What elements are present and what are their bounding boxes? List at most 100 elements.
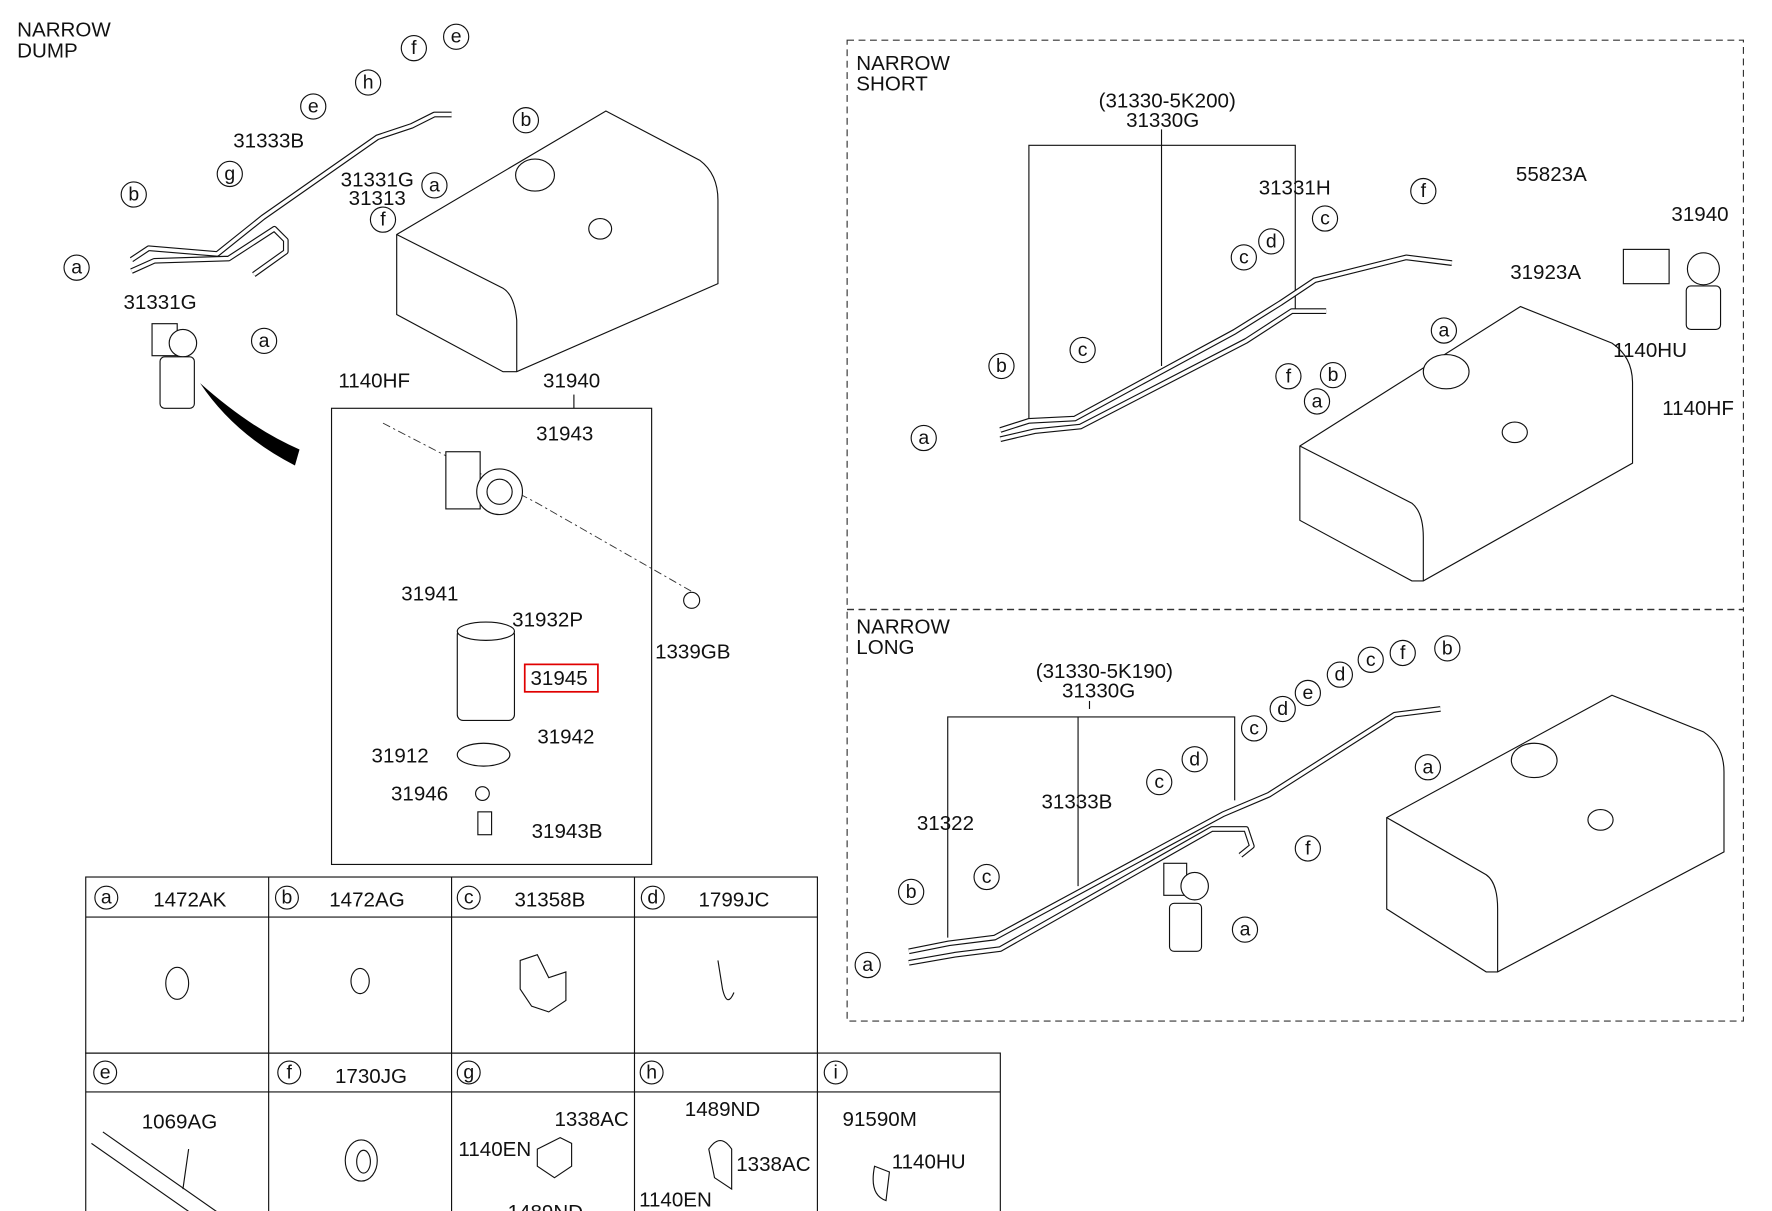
callout: e [443, 23, 470, 50]
part-label: 31923A [1510, 261, 1581, 284]
part-label: 31333B [1041, 790, 1112, 813]
svg-text:f: f [1305, 837, 1311, 859]
svg-text:e: e [451, 26, 462, 48]
svg-text:d: d [1334, 664, 1345, 686]
svg-text:d: d [1277, 698, 1288, 720]
part-label: 55823A [1516, 163, 1587, 186]
fuel-tank [1299, 305, 1634, 582]
callout: c [1069, 336, 1096, 364]
legend-letter: e [93, 1060, 118, 1085]
callout: d [1326, 661, 1354, 688]
fuel-filter-assembly [1622, 248, 1722, 330]
part-label-highlighted[interactable]: 31945 [530, 667, 587, 690]
tank-cap [515, 158, 556, 192]
callout: c [1230, 244, 1257, 271]
callout: c [1146, 768, 1173, 796]
filter-head [445, 451, 524, 516]
part-label: 31313 [349, 187, 406, 210]
legend-subpart: 1140HU [892, 1151, 966, 1174]
callout: c [1311, 205, 1339, 232]
legend-part-number: 1472AG [329, 889, 404, 912]
callout: f [369, 206, 397, 233]
svg-text:b: b [906, 881, 917, 903]
svg-text:c: c [1239, 246, 1249, 268]
callout: c [1240, 715, 1268, 742]
fuel-tank [1386, 694, 1725, 973]
part-label: 31943 [536, 422, 593, 445]
legend-letter: c [456, 885, 481, 910]
svg-text:f: f [411, 37, 417, 59]
callout: a [250, 327, 278, 354]
callout: a [421, 172, 448, 199]
legend-letter: f [277, 1060, 302, 1085]
section-title-line1: NARROW [856, 616, 950, 639]
svg-text:b: b [996, 355, 1007, 377]
filter-clamp [456, 742, 511, 767]
cable-tie-icon [717, 960, 735, 1001]
part-label: 31333B [233, 130, 304, 153]
legend-subpart: 1489ND [685, 1098, 760, 1121]
callout: c [973, 863, 1000, 891]
svg-text:h: h [363, 71, 374, 93]
svg-text:e: e [1302, 682, 1313, 704]
svg-text:c: c [1366, 649, 1376, 671]
hose-clamp-icon [165, 966, 190, 1000]
svg-text:b: b [1328, 364, 1339, 386]
legend-subpart: 1489ND [508, 1201, 583, 1211]
callout: f [1389, 639, 1416, 667]
callout: d [1258, 228, 1285, 255]
legend-subpart: 1140EN [639, 1188, 712, 1211]
part-label: 31330G [1062, 680, 1135, 703]
part-label: 31946 [391, 782, 448, 805]
callout: f [1275, 363, 1302, 390]
legend-part-number: 1799JC [699, 889, 770, 912]
bracket-bolt-icon [536, 1137, 573, 1179]
svg-text:d: d [647, 887, 658, 909]
svg-text:a: a [1422, 756, 1433, 778]
legend-subpart: 1069AG [142, 1111, 217, 1134]
legend-part-number: 1730JG [335, 1065, 407, 1088]
callout: a [910, 424, 937, 452]
legend-subpart: 91590M [843, 1108, 917, 1131]
svg-text:a: a [1438, 320, 1449, 342]
part-label: 1140HU [1613, 339, 1687, 362]
callout: b [120, 181, 147, 208]
svg-text:a: a [429, 174, 440, 196]
legend-subpart: 1338AC [554, 1108, 628, 1131]
svg-text:c: c [982, 866, 992, 888]
callout: a [63, 254, 90, 281]
section-title-line2: SHORT [856, 72, 928, 95]
legend-letter: i [823, 1060, 848, 1085]
svg-text:a: a [862, 954, 873, 976]
callout: c [1357, 646, 1384, 673]
svg-text:c: c [464, 887, 474, 909]
svg-text:d: d [1189, 748, 1200, 770]
callout: g [216, 160, 243, 188]
part-label: 31940 [543, 370, 600, 393]
part-label: 31942 [537, 725, 594, 748]
part-label: 31940 [1671, 203, 1728, 226]
callout: b [1434, 635, 1461, 662]
part-label: (31330-5K200) [1099, 90, 1236, 113]
bracket-clamp-icon [708, 1139, 733, 1191]
section-title-line2: DUMP [17, 39, 78, 62]
callout: a [1231, 916, 1259, 943]
tube-clip-icon [519, 954, 567, 1013]
part-label: 1140HF [1662, 397, 1734, 420]
svg-text:c: c [1078, 339, 1088, 361]
part-label: 31330G [1126, 109, 1199, 132]
section-title-line1: NARROW [17, 19, 111, 42]
svg-text:f: f [1286, 365, 1292, 387]
svg-text:c: c [1249, 717, 1259, 739]
svg-text:d: d [1266, 230, 1277, 252]
callout: b [898, 878, 925, 906]
legend-subpart: 1338AC [736, 1153, 810, 1176]
detail-arrow [200, 383, 300, 466]
callout: a [1414, 754, 1442, 781]
svg-text:g: g [224, 163, 235, 185]
legend-table: a 1472AK b 1472AG c 31358B d 1799JC e 10… [85, 876, 1001, 1211]
legend-letter: b [274, 885, 299, 910]
part-label: 31941 [401, 582, 458, 605]
hose-clamp-icon [350, 967, 370, 995]
fuel-filter-assembly [1163, 862, 1209, 952]
